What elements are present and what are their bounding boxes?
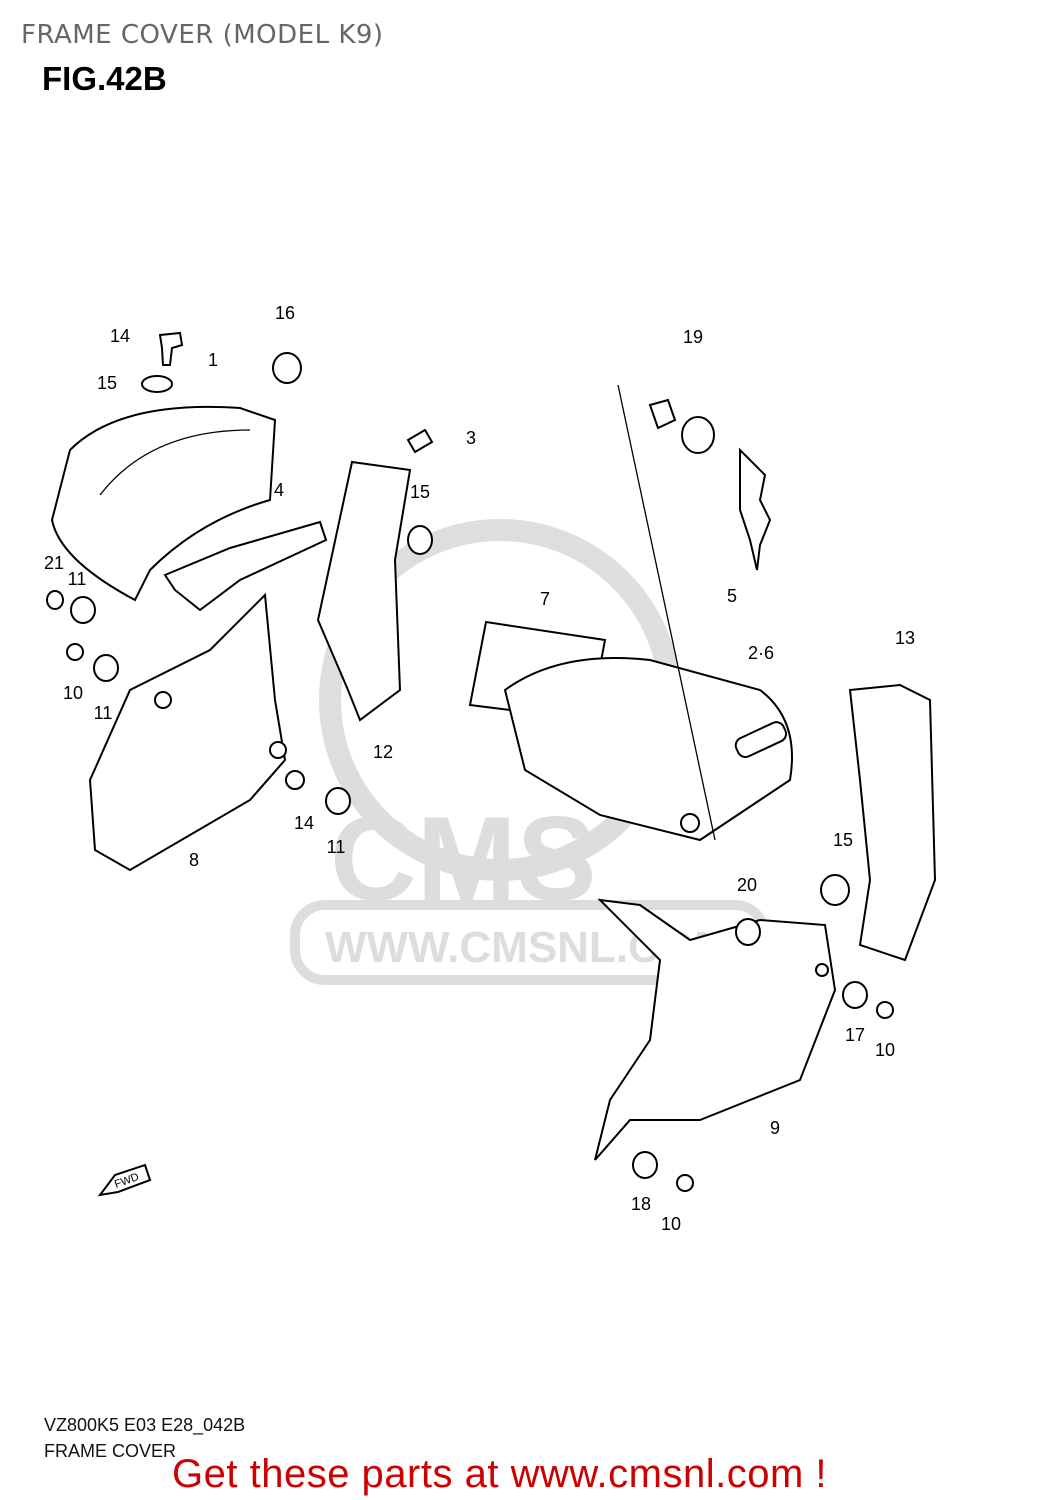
part-10-screw <box>66 643 84 661</box>
diagram-name: FRAME COVER <box>44 1441 177 1461</box>
part-8-hole <box>154 691 172 709</box>
part-5-cover <box>503 657 793 842</box>
fwd-arrow-icon: FWD <box>97 1163 152 1197</box>
part-21-nut <box>46 590 64 610</box>
callout-label: 7 <box>540 589 550 609</box>
page-title: FRAME COVER (MODEL K9) <box>21 20 384 50</box>
callout-label: 15 <box>833 830 853 850</box>
callout-label: 10 <box>875 1040 895 1060</box>
promo-link[interactable]: Get these parts at www.cmsnl.com ! <box>172 1452 827 1496</box>
callout-label: 14 <box>294 813 314 833</box>
part-13-bracket <box>848 683 937 962</box>
callout-label: 9 <box>770 1118 780 1138</box>
leader-line <box>617 384 716 841</box>
callout-label: 3 <box>466 428 476 448</box>
part-14-screw <box>285 770 305 790</box>
part-11-grommet <box>93 654 119 682</box>
callout-label: 16 <box>275 303 295 323</box>
callout-label: 21 <box>44 553 64 573</box>
callout-label: 17 <box>845 1025 865 1045</box>
callout-label: 18 <box>631 1194 651 1214</box>
callout-label: 1 <box>208 350 218 370</box>
part-15-grommet <box>820 874 850 906</box>
part-10-screw <box>676 1174 694 1192</box>
callout-label: 13 <box>895 628 915 648</box>
part-20-grommet <box>735 918 761 946</box>
key-icon <box>739 447 772 571</box>
figure-number: FIG.42B <box>42 60 167 97</box>
part-4-plate <box>163 520 328 612</box>
part-11-grommet <box>325 787 351 815</box>
callout-label: 12 <box>373 742 393 762</box>
part-3-collar <box>406 428 434 454</box>
part-15-grommet <box>141 375 173 393</box>
callout-label: 10 <box>63 683 83 703</box>
callout-label: 8 <box>189 850 199 870</box>
diagram-code: VZ800K5 E03 E28_042B <box>44 1415 246 1435</box>
callout-label: 15 <box>97 373 117 393</box>
part-2-6-emblem <box>734 721 788 758</box>
callout-label: 4 <box>274 480 284 500</box>
callout-label: 10 <box>661 1214 681 1234</box>
part-9-hole <box>815 963 829 977</box>
svg-text:CMS: CMS <box>330 792 597 926</box>
part-18-grommet <box>632 1151 658 1179</box>
callout-label: 15 <box>410 482 430 502</box>
part-11-grommet <box>70 596 96 624</box>
part-14-screw <box>158 331 184 366</box>
callout-label: 11 <box>68 569 87 589</box>
part-10-screw <box>876 1001 894 1019</box>
part-15-grommet <box>407 525 433 555</box>
part-19-lock <box>648 398 677 430</box>
part-1-edge-line <box>99 429 251 496</box>
callout-label: 2·6 <box>748 643 774 663</box>
part-19-lock-cylinder <box>681 416 715 454</box>
part-8-cover <box>88 592 287 872</box>
callout-label: 11 <box>94 703 113 723</box>
callout-label: 11 <box>327 837 346 857</box>
callout-label: 19 <box>683 327 703 347</box>
callout-label: 5 <box>727 586 737 606</box>
part-16-grommet <box>272 352 302 384</box>
callout-label: 14 <box>110 326 130 346</box>
fwd-arrow-shape <box>97 1163 152 1197</box>
part-1-cover <box>50 405 277 602</box>
callout-label: 20 <box>737 875 757 895</box>
part-9-cover <box>594 898 837 1161</box>
part-17-grommet <box>842 981 868 1009</box>
part-12-bracket <box>316 460 412 722</box>
part-5-hole <box>680 813 700 833</box>
part-8-hole <box>269 741 287 759</box>
